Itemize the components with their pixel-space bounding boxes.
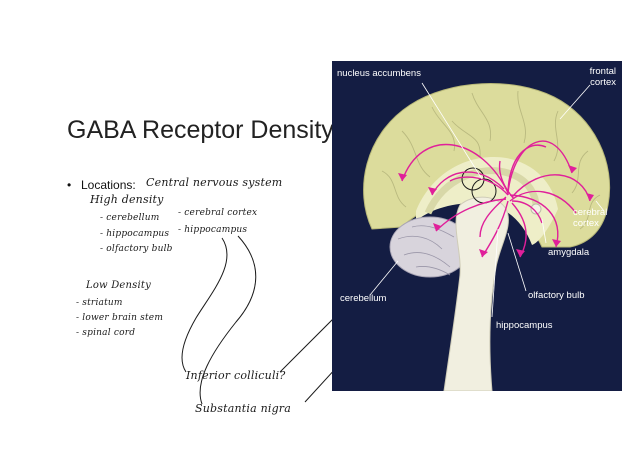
amygdala-node	[530, 203, 542, 215]
note-high-item: - olfactory bulb	[100, 244, 173, 254]
note-substantia-nigra: Substantia nigra	[195, 402, 292, 415]
label-olfactory-bulb: olfactory bulb	[528, 290, 585, 301]
note-high-item-right: - hippocampus	[178, 225, 248, 235]
note-high-density: High density	[90, 193, 164, 206]
label-amygdala: amygdala	[548, 247, 590, 258]
note-high-item: - cerebellum	[100, 213, 160, 223]
note-low-item: - spinal cord	[76, 328, 136, 338]
note-inferior-colliculi: Inferior colliculi?	[186, 369, 286, 382]
bullet-locations: • Locations:	[67, 178, 136, 192]
bullet-dot: •	[67, 178, 72, 192]
slide-title: GABA Receptor Density	[67, 116, 334, 144]
label-cerebral-cortex: cerebral cortex	[573, 207, 607, 229]
corpus-callosum	[424, 167, 540, 215]
label-hippocampus: hippocampus	[496, 320, 553, 331]
bullet-label: Locations:	[81, 178, 136, 192]
label-cerebral-cortex-line1: cerebral	[573, 207, 608, 218]
note-low-item: - striatum	[76, 298, 123, 308]
bracket-curve-inner	[181, 237, 228, 373]
pathway-arrowheads	[398, 165, 594, 257]
label-frontal-cortex-line1: frontal	[589, 66, 616, 77]
note-low-density: Low Density	[86, 280, 151, 291]
label-cerebral-cortex-line2: cortex	[573, 218, 599, 229]
brain-illustration	[363, 82, 611, 391]
label-frontal-cortex-line2: cortex	[590, 77, 616, 88]
brain-diagram: nucleus accumbens frontal cortex cerebra…	[332, 61, 622, 391]
label-nucleus-accumbens: nucleus accumbens	[337, 68, 421, 79]
bracket-curve-outer	[199, 235, 257, 405]
label-frontal-cortex: frontal cortex	[572, 66, 616, 88]
note-high-item: - hippocampus	[100, 229, 170, 239]
note-high-item-right: - cerebral cortex	[178, 208, 258, 218]
note-low-item: - lower brain stem	[76, 313, 164, 323]
note-cns: Central nervous system	[146, 176, 283, 189]
label-cerebellum: cerebellum	[340, 293, 387, 304]
